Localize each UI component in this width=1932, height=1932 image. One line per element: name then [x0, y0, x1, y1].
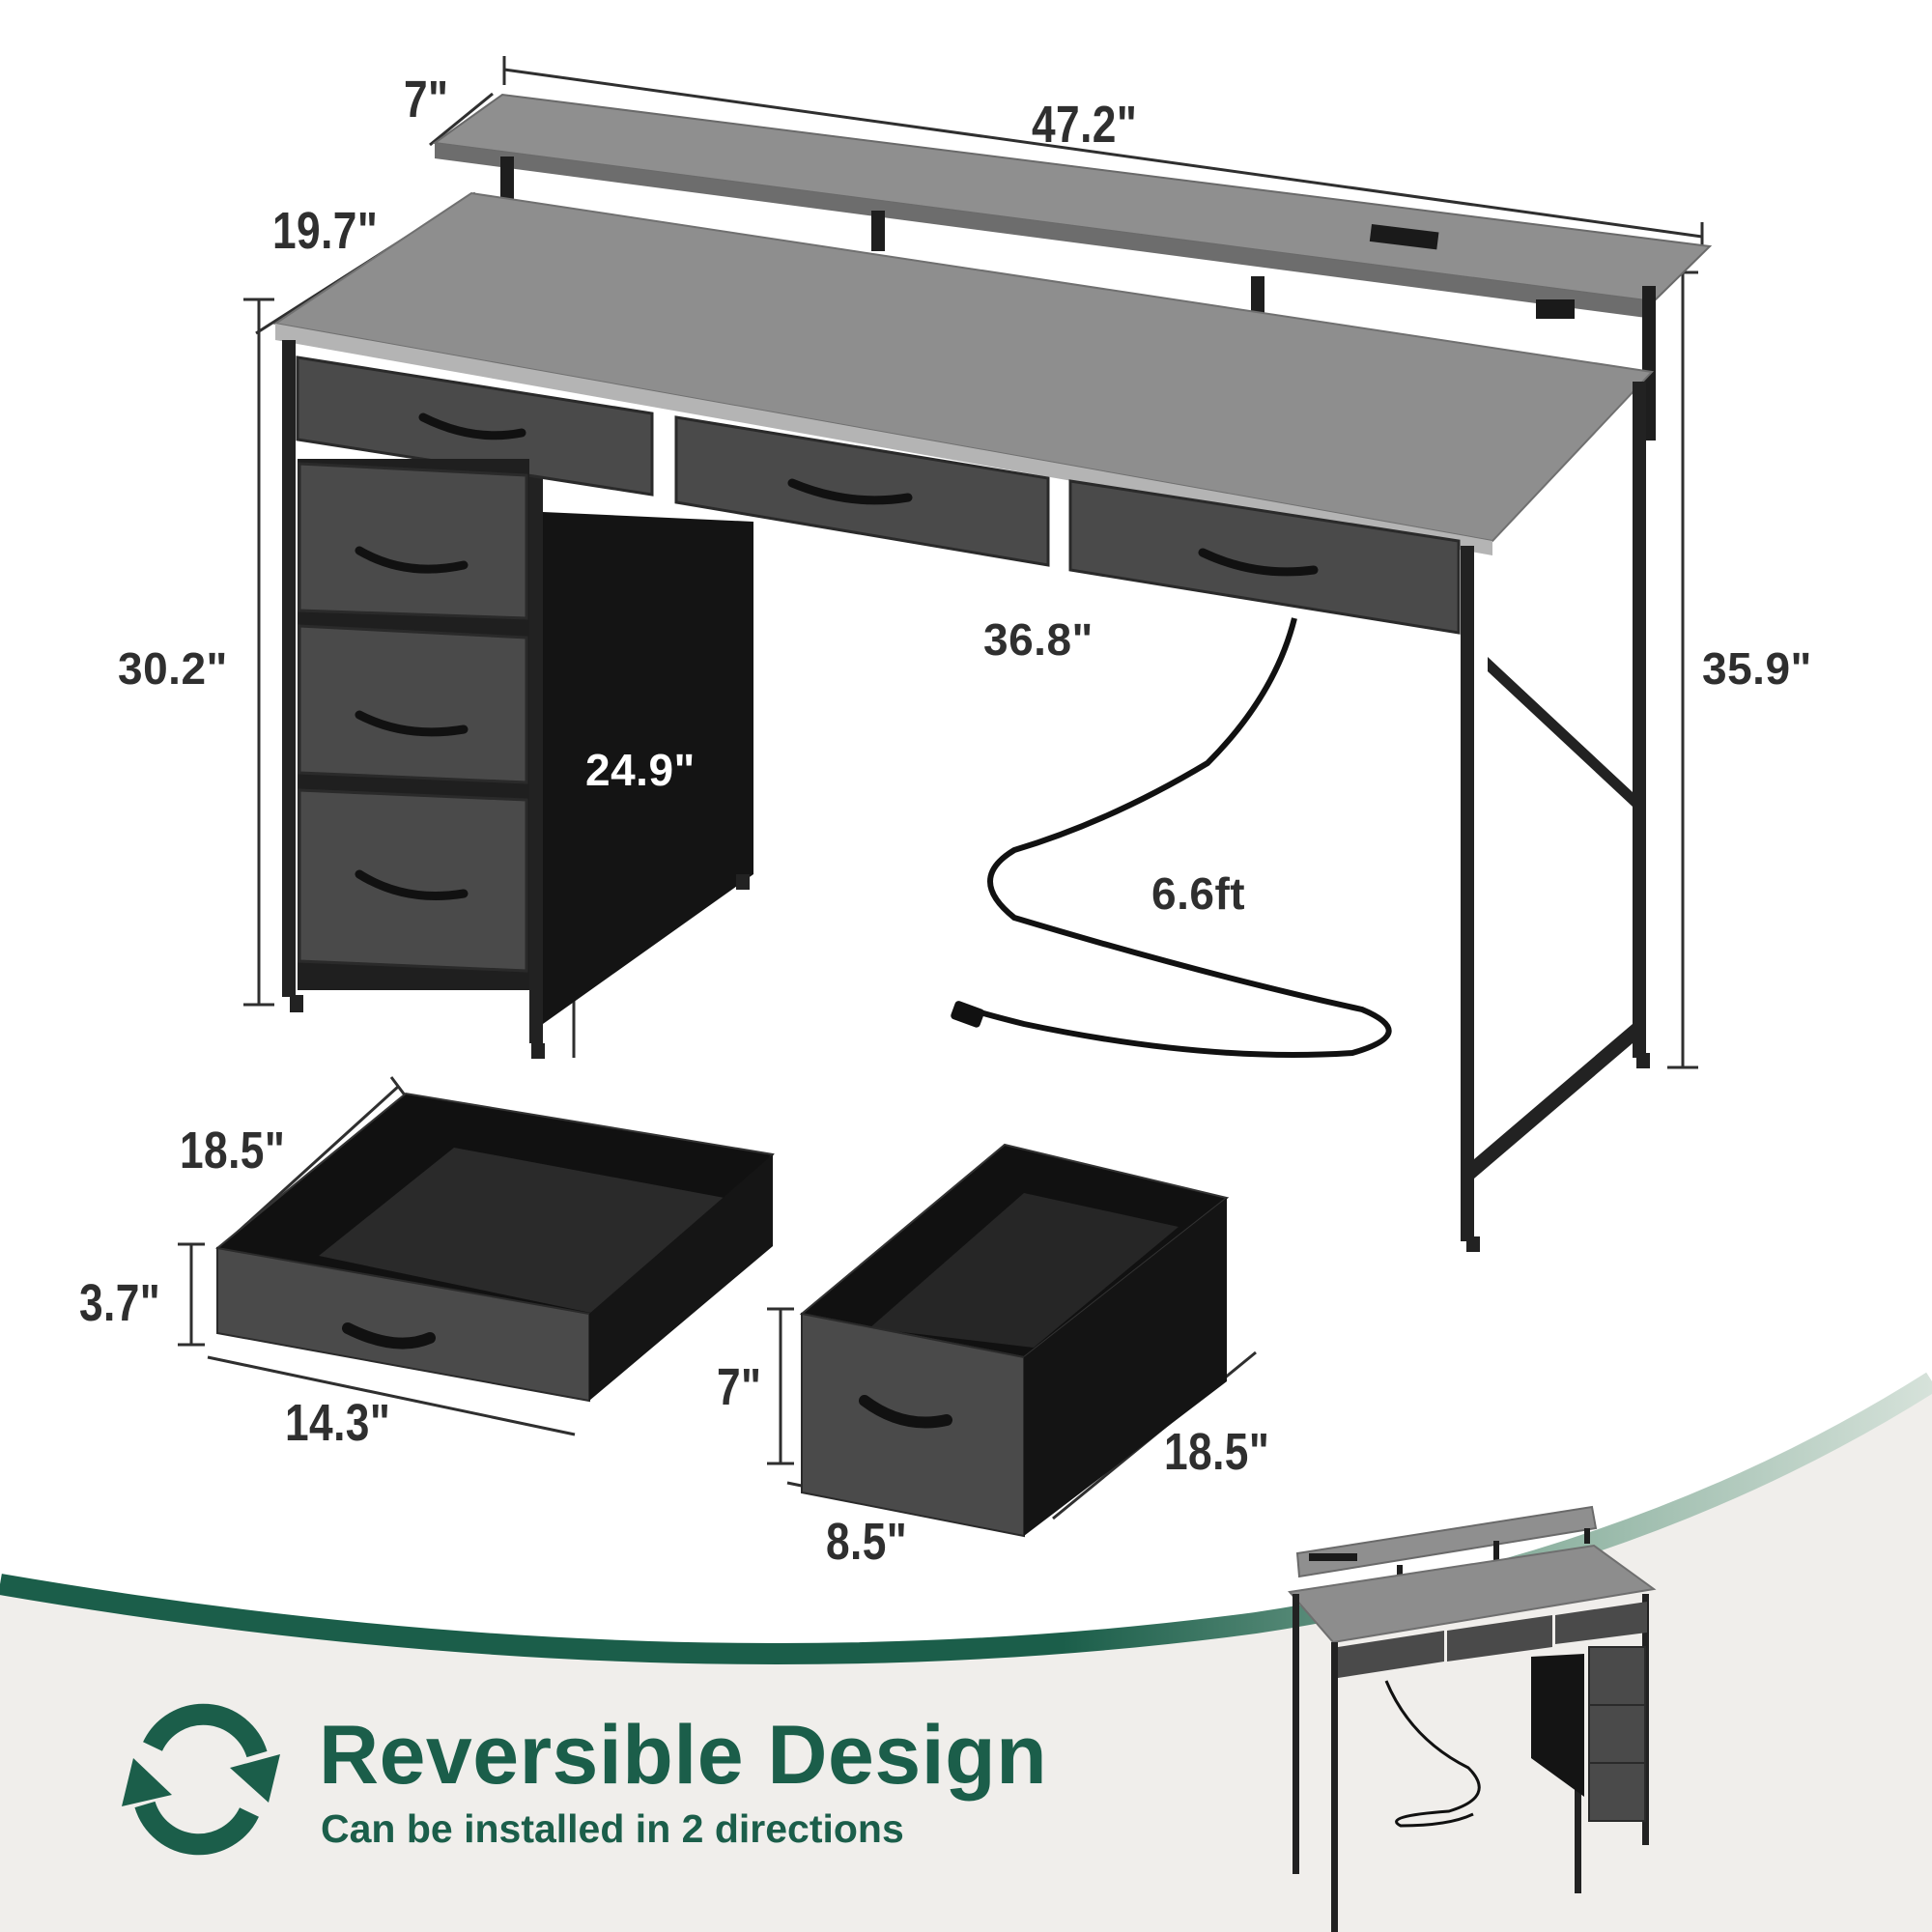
desk-depth-label: 19.7": [272, 202, 379, 260]
total-width-label: 47.2": [1032, 96, 1138, 154]
small-drawer-height-label: 3.7": [79, 1274, 161, 1332]
small-drawer-width-label: 14.3": [285, 1394, 391, 1452]
legroom-height-label: 24.9": [585, 745, 696, 795]
large-drawer-height-label: 7": [717, 1358, 762, 1416]
small-drawer-depth-label: 18.5": [180, 1122, 286, 1179]
banner-title: Reversible Design: [319, 1709, 1048, 1802]
total-height-label: 35.9": [1702, 643, 1812, 694]
large-drawer-depth-label: 18.5": [1164, 1423, 1270, 1481]
desk-height-label: 30.2": [118, 643, 228, 694]
banner-subtitle: Can be installed in 2 directions: [321, 1806, 904, 1851]
legroom-width-label: 36.8": [983, 614, 1094, 665]
shelf-depth-label: 7": [404, 71, 449, 128]
reverse-arrows-icon: [114, 1698, 288, 1862]
cord-length-label: 6.6ft: [1151, 868, 1246, 919]
large-drawer-width-label: 8.5": [826, 1513, 908, 1571]
